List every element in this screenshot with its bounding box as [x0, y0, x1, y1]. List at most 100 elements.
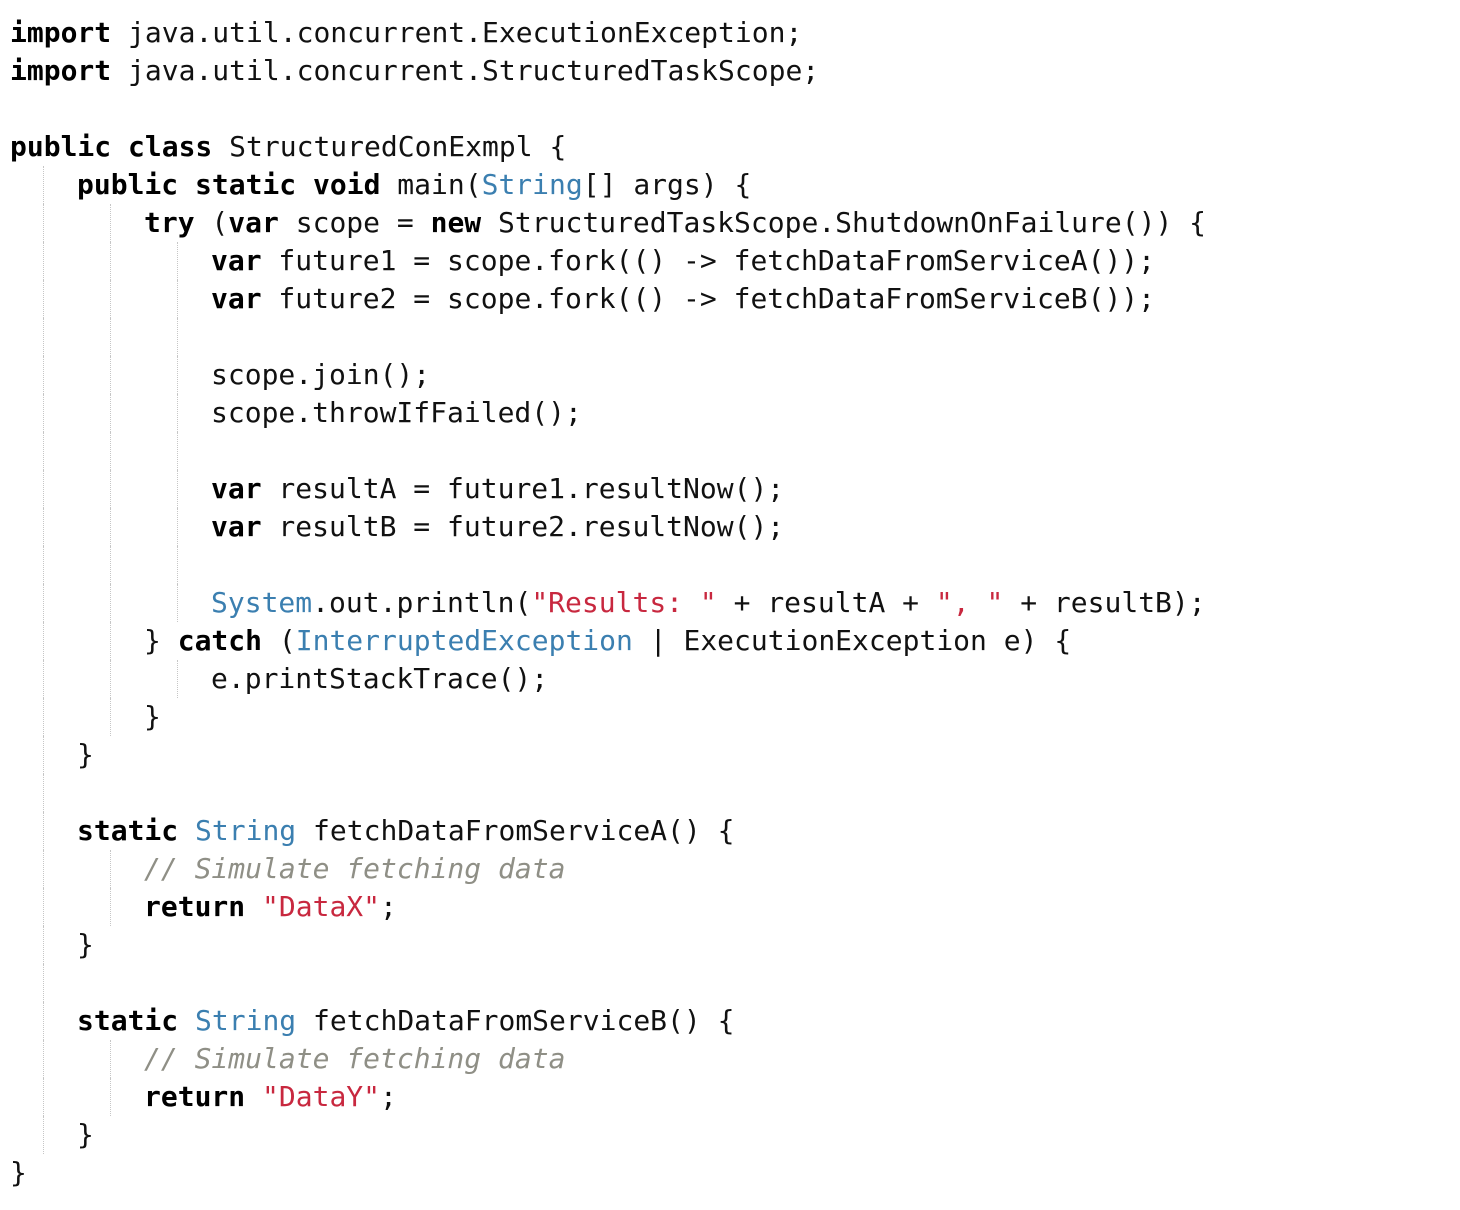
token-plain: StructuredTaskScope.ShutdownOnFailure())… [481, 206, 1207, 239]
token-str: "Results: " [531, 586, 717, 619]
indent-guide [43, 1078, 44, 1116]
indent-guide [177, 242, 178, 280]
code-line[interactable]: var resultA = future1.resultNow(); [10, 470, 1450, 508]
indent-guide [177, 394, 178, 432]
indent-guide [43, 280, 44, 318]
token-type: InterruptedException [295, 624, 633, 657]
token-plain: e.printStackTrace(); [211, 662, 549, 695]
code-line-content: try (var scope = new StructuredTaskScope… [144, 206, 1206, 239]
code-line[interactable]: return "DataY"; [10, 1078, 1450, 1116]
token-plain: } [144, 700, 161, 733]
token-plain: | ExecutionException e) { [632, 624, 1072, 657]
code-line[interactable] [10, 964, 1450, 1002]
token-plain: java.util.concurrent.StructuredTaskScope… [111, 54, 820, 87]
token-plain: resultB = future2.resultNow(); [261, 510, 785, 543]
code-line-content: } [77, 928, 94, 961]
indent-guide [110, 242, 111, 280]
code-line[interactable] [10, 774, 1450, 812]
indent-guide [43, 736, 44, 774]
indent-guide [110, 394, 111, 432]
indent-guide [43, 888, 44, 926]
indent-guide [43, 812, 44, 850]
code-editor[interactable]: import java.util.concurrent.ExecutionExc… [10, 14, 1450, 1192]
token-plain [245, 1080, 262, 1113]
token-type: String [195, 814, 297, 847]
code-line[interactable]: scope.join(); [10, 356, 1450, 394]
token-kw: public static void [77, 168, 381, 201]
code-line[interactable]: // Simulate fetching data [10, 850, 1450, 888]
code-line[interactable] [10, 318, 1450, 356]
code-line[interactable] [10, 546, 1450, 584]
token-kw: return [144, 1080, 246, 1113]
token-kw: try [144, 206, 195, 239]
indent-guide [43, 508, 44, 546]
code-line[interactable] [10, 432, 1450, 470]
code-line[interactable]: try (var scope = new StructuredTaskScope… [10, 204, 1450, 242]
indent-guide [177, 584, 178, 622]
token-kw: var [228, 206, 279, 239]
token-plain: } [77, 738, 94, 771]
token-com: // Simulate fetching data [144, 852, 566, 885]
code-line[interactable]: scope.throwIfFailed(); [10, 394, 1450, 432]
indent-guide [177, 318, 178, 356]
code-line-content: scope.join(); [211, 358, 430, 391]
code-line[interactable]: var future1 = scope.fork(() -> fetchData… [10, 242, 1450, 280]
token-str: ", " [935, 586, 1004, 619]
token-kw: new [430, 206, 482, 239]
indent-guide [43, 318, 44, 356]
token-kw: return [144, 890, 246, 923]
code-line[interactable]: static String fetchDataFromServiceA() { [10, 812, 1450, 850]
code-line[interactable]: static String fetchDataFromServiceB() { [10, 1002, 1450, 1040]
token-plain: ; [380, 1080, 397, 1113]
token-plain [245, 890, 262, 923]
token-plain: ; [380, 890, 397, 923]
code-line[interactable]: public class StructuredConExmpl { [10, 128, 1450, 166]
indent-guide [43, 926, 44, 964]
token-com: // Simulate fetching data [144, 1042, 566, 1075]
code-line[interactable]: e.printStackTrace(); [10, 660, 1450, 698]
token-plain: .out.println( [312, 586, 532, 619]
code-line-content: } [77, 1118, 94, 1151]
code-line[interactable]: } [10, 1116, 1450, 1154]
token-plain: future1 = scope.fork(() -> fetchDataFrom… [261, 244, 1156, 277]
indent-guide [43, 1002, 44, 1040]
token-plain: scope.throwIfFailed(); [211, 396, 582, 429]
token-plain: scope.join(); [211, 358, 431, 391]
code-line[interactable]: // Simulate fetching data [10, 1040, 1450, 1078]
code-line[interactable]: } [10, 736, 1450, 774]
token-type: String [481, 168, 583, 201]
code-line[interactable]: import java.util.concurrent.StructuredTa… [10, 52, 1450, 90]
code-line[interactable]: System.out.println("Results: " + resultA… [10, 584, 1450, 622]
indent-guide [43, 660, 44, 698]
code-line[interactable]: var resultB = future2.resultNow(); [10, 508, 1450, 546]
code-line[interactable]: } [10, 698, 1450, 736]
token-plain: java.util.concurrent.ExecutionException; [111, 16, 803, 49]
code-line[interactable]: import java.util.concurrent.ExecutionExc… [10, 14, 1450, 52]
indent-guide [110, 204, 111, 242]
indent-guide [110, 698, 111, 736]
code-line[interactable]: return "DataX"; [10, 888, 1450, 926]
code-line[interactable]: var future2 = scope.fork(() -> fetchData… [10, 280, 1450, 318]
token-kw: var [211, 244, 262, 277]
indent-guide [43, 850, 44, 888]
code-line-content: return "DataY"; [144, 1080, 397, 1113]
code-line-content: var future2 = scope.fork(() -> fetchData… [211, 282, 1155, 315]
code-line-content: scope.throwIfFailed(); [211, 396, 582, 429]
code-line[interactable]: } catch (InterruptedException | Executio… [10, 622, 1450, 660]
token-plain: } [77, 1118, 94, 1151]
code-line[interactable]: } [10, 926, 1450, 964]
token-plain: future2 = scope.fork(() -> fetchDataFrom… [261, 282, 1156, 315]
token-kw: import [10, 16, 112, 49]
indent-guide [43, 964, 44, 1002]
code-line[interactable]: } [10, 1154, 1450, 1192]
indent-guide [110, 888, 111, 926]
indent-guide [177, 280, 178, 318]
indent-guide [110, 660, 111, 698]
indent-guide [43, 356, 44, 394]
token-plain: scope = [278, 206, 431, 239]
indent-guide [177, 470, 178, 508]
code-line[interactable] [10, 90, 1450, 128]
token-plain: fetchDataFromServiceA() { [296, 814, 735, 847]
code-line[interactable]: public static void main(String[] args) { [10, 166, 1450, 204]
token-kw: static [77, 814, 179, 847]
